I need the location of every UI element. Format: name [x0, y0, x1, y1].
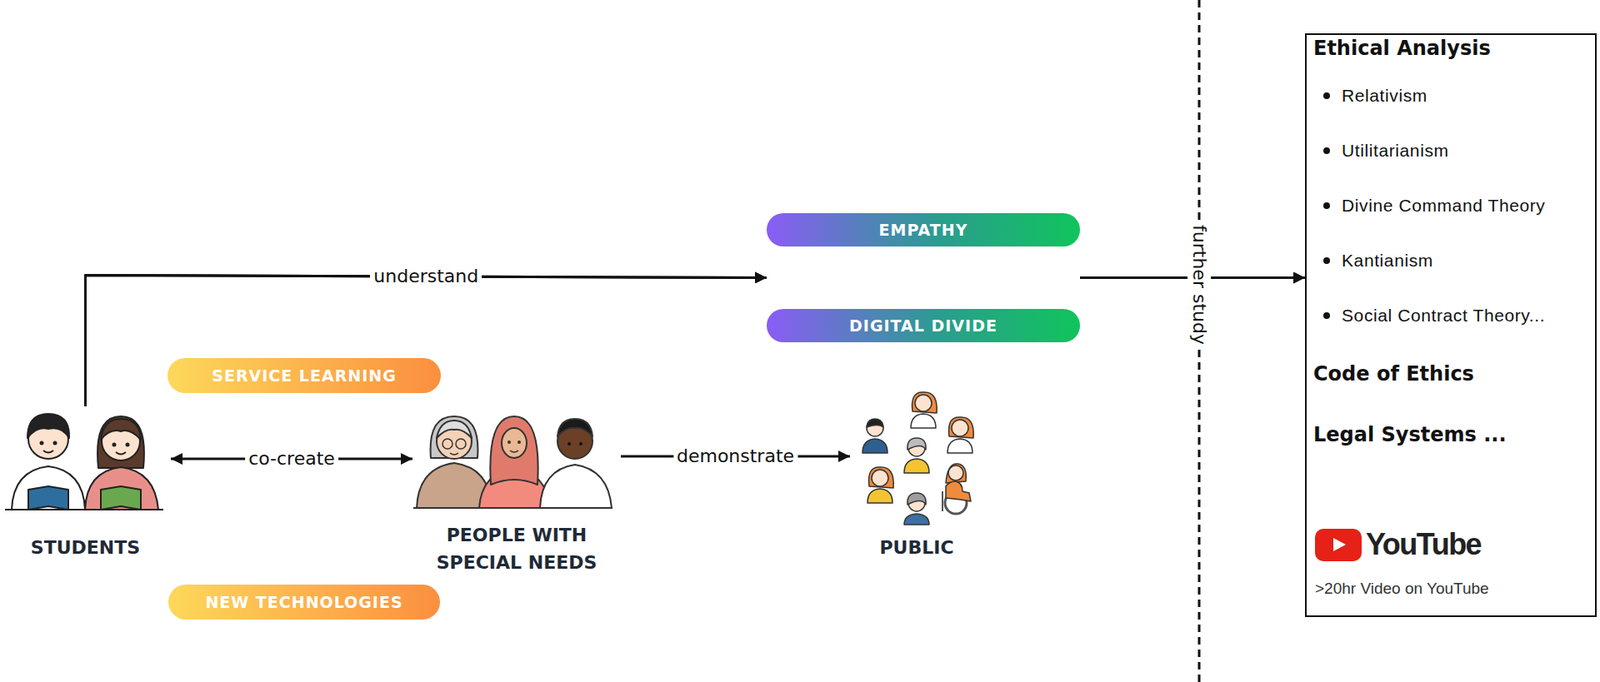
- bullet-item: Relativism: [1341, 85, 1428, 107]
- public-illustration: [862, 392, 974, 525]
- play-triangle: [1333, 538, 1346, 552]
- theme-pill: NEW TECHNOLOGIES: [168, 585, 440, 620]
- group-label: PEOPLE WITH SPECIAL NEEDS: [412, 521, 621, 577]
- box-heading: Ethical Analysis: [1313, 35, 1491, 61]
- video-logo-icon: [1315, 529, 1362, 562]
- bullet-item: Divine Command Theory: [1341, 195, 1545, 217]
- group-figure: PEOPLE WITH SPECIAL NEEDS: [412, 406, 621, 577]
- pill-label: DIGITAL DIVIDE: [849, 316, 998, 335]
- bullet-dot: [1323, 312, 1330, 320]
- box-heading: Legal Systems ...: [1313, 422, 1507, 448]
- further-study-box: Ethical AnalysisRelativismUtilitarianism…: [1305, 33, 1597, 618]
- edge-label: demonstrate: [673, 445, 798, 469]
- box-heading: Code of Ethics: [1313, 361, 1475, 387]
- edge-label: co-create: [245, 447, 339, 471]
- pill-label: SERVICE LEARNING: [211, 366, 397, 385]
- logo-wordmark: YouTube: [1365, 528, 1481, 562]
- group-label: STUDENTS: [0, 534, 188, 562]
- bullet-dot: [1323, 202, 1330, 210]
- video-note: >20hr Video on YouTube: [1315, 579, 1490, 600]
- connector-arrow: [85, 275, 768, 408]
- pill-label: NEW TECHNOLOGIES: [205, 593, 403, 612]
- group-figure: PUBLIC: [850, 383, 984, 562]
- bullet-dot: [1323, 257, 1330, 265]
- pill-label: EMPATHY: [879, 220, 969, 240]
- people-illustration: [413, 416, 613, 509]
- bullet-item: Utilitarianism: [1341, 140, 1450, 162]
- students-illustration: [5, 414, 164, 510]
- outcome-pill: DIGITAL DIVIDE: [766, 309, 1080, 343]
- bullet-item: Kantianism: [1341, 250, 1434, 272]
- outcome-pill: EMPATHY: [766, 213, 1080, 247]
- theme-pill: SERVICE LEARNING: [167, 358, 441, 394]
- group-label: PUBLIC: [833, 534, 1000, 562]
- bullet-item: Social Contract Theory...: [1341, 305, 1545, 327]
- edge-label: understand: [370, 265, 482, 289]
- bullet-dot: [1323, 147, 1330, 155]
- connector-arrow: [85, 275, 768, 408]
- bullet-dot: [1323, 92, 1330, 100]
- edge-label: further study: [1187, 221, 1211, 349]
- group-figure: STUDENTS: [0, 406, 171, 562]
